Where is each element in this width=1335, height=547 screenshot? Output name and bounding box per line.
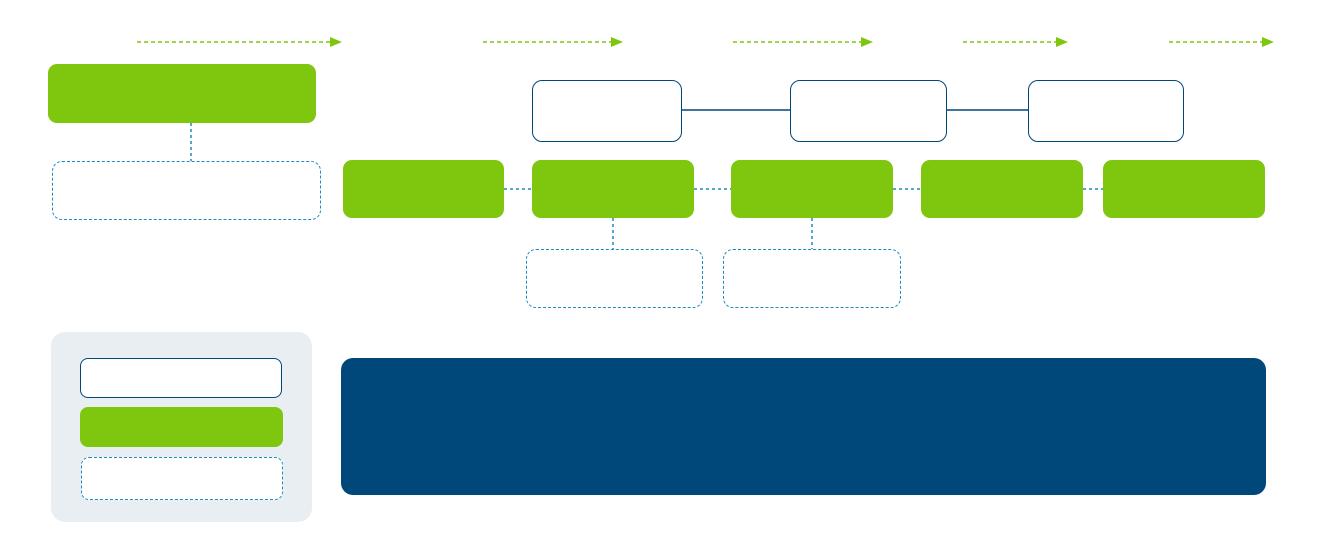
legend-green-swatch [80, 407, 283, 447]
header-box [48, 64, 316, 123]
legend-dotted-swatch [81, 457, 283, 500]
step-note-2 [723, 249, 901, 308]
top-node-2 [790, 80, 947, 142]
process-step-5 [1103, 160, 1265, 218]
top-node-3 [1028, 80, 1184, 142]
process-step-1 [343, 160, 504, 218]
step-note-1 [526, 249, 703, 308]
process-step-4 [921, 160, 1083, 218]
process-step-3 [731, 160, 893, 218]
footer-bar [341, 358, 1266, 495]
top-node-1 [532, 80, 682, 142]
header-note [52, 161, 321, 220]
process-step-2 [532, 160, 694, 218]
legend-outline-swatch [80, 358, 282, 398]
